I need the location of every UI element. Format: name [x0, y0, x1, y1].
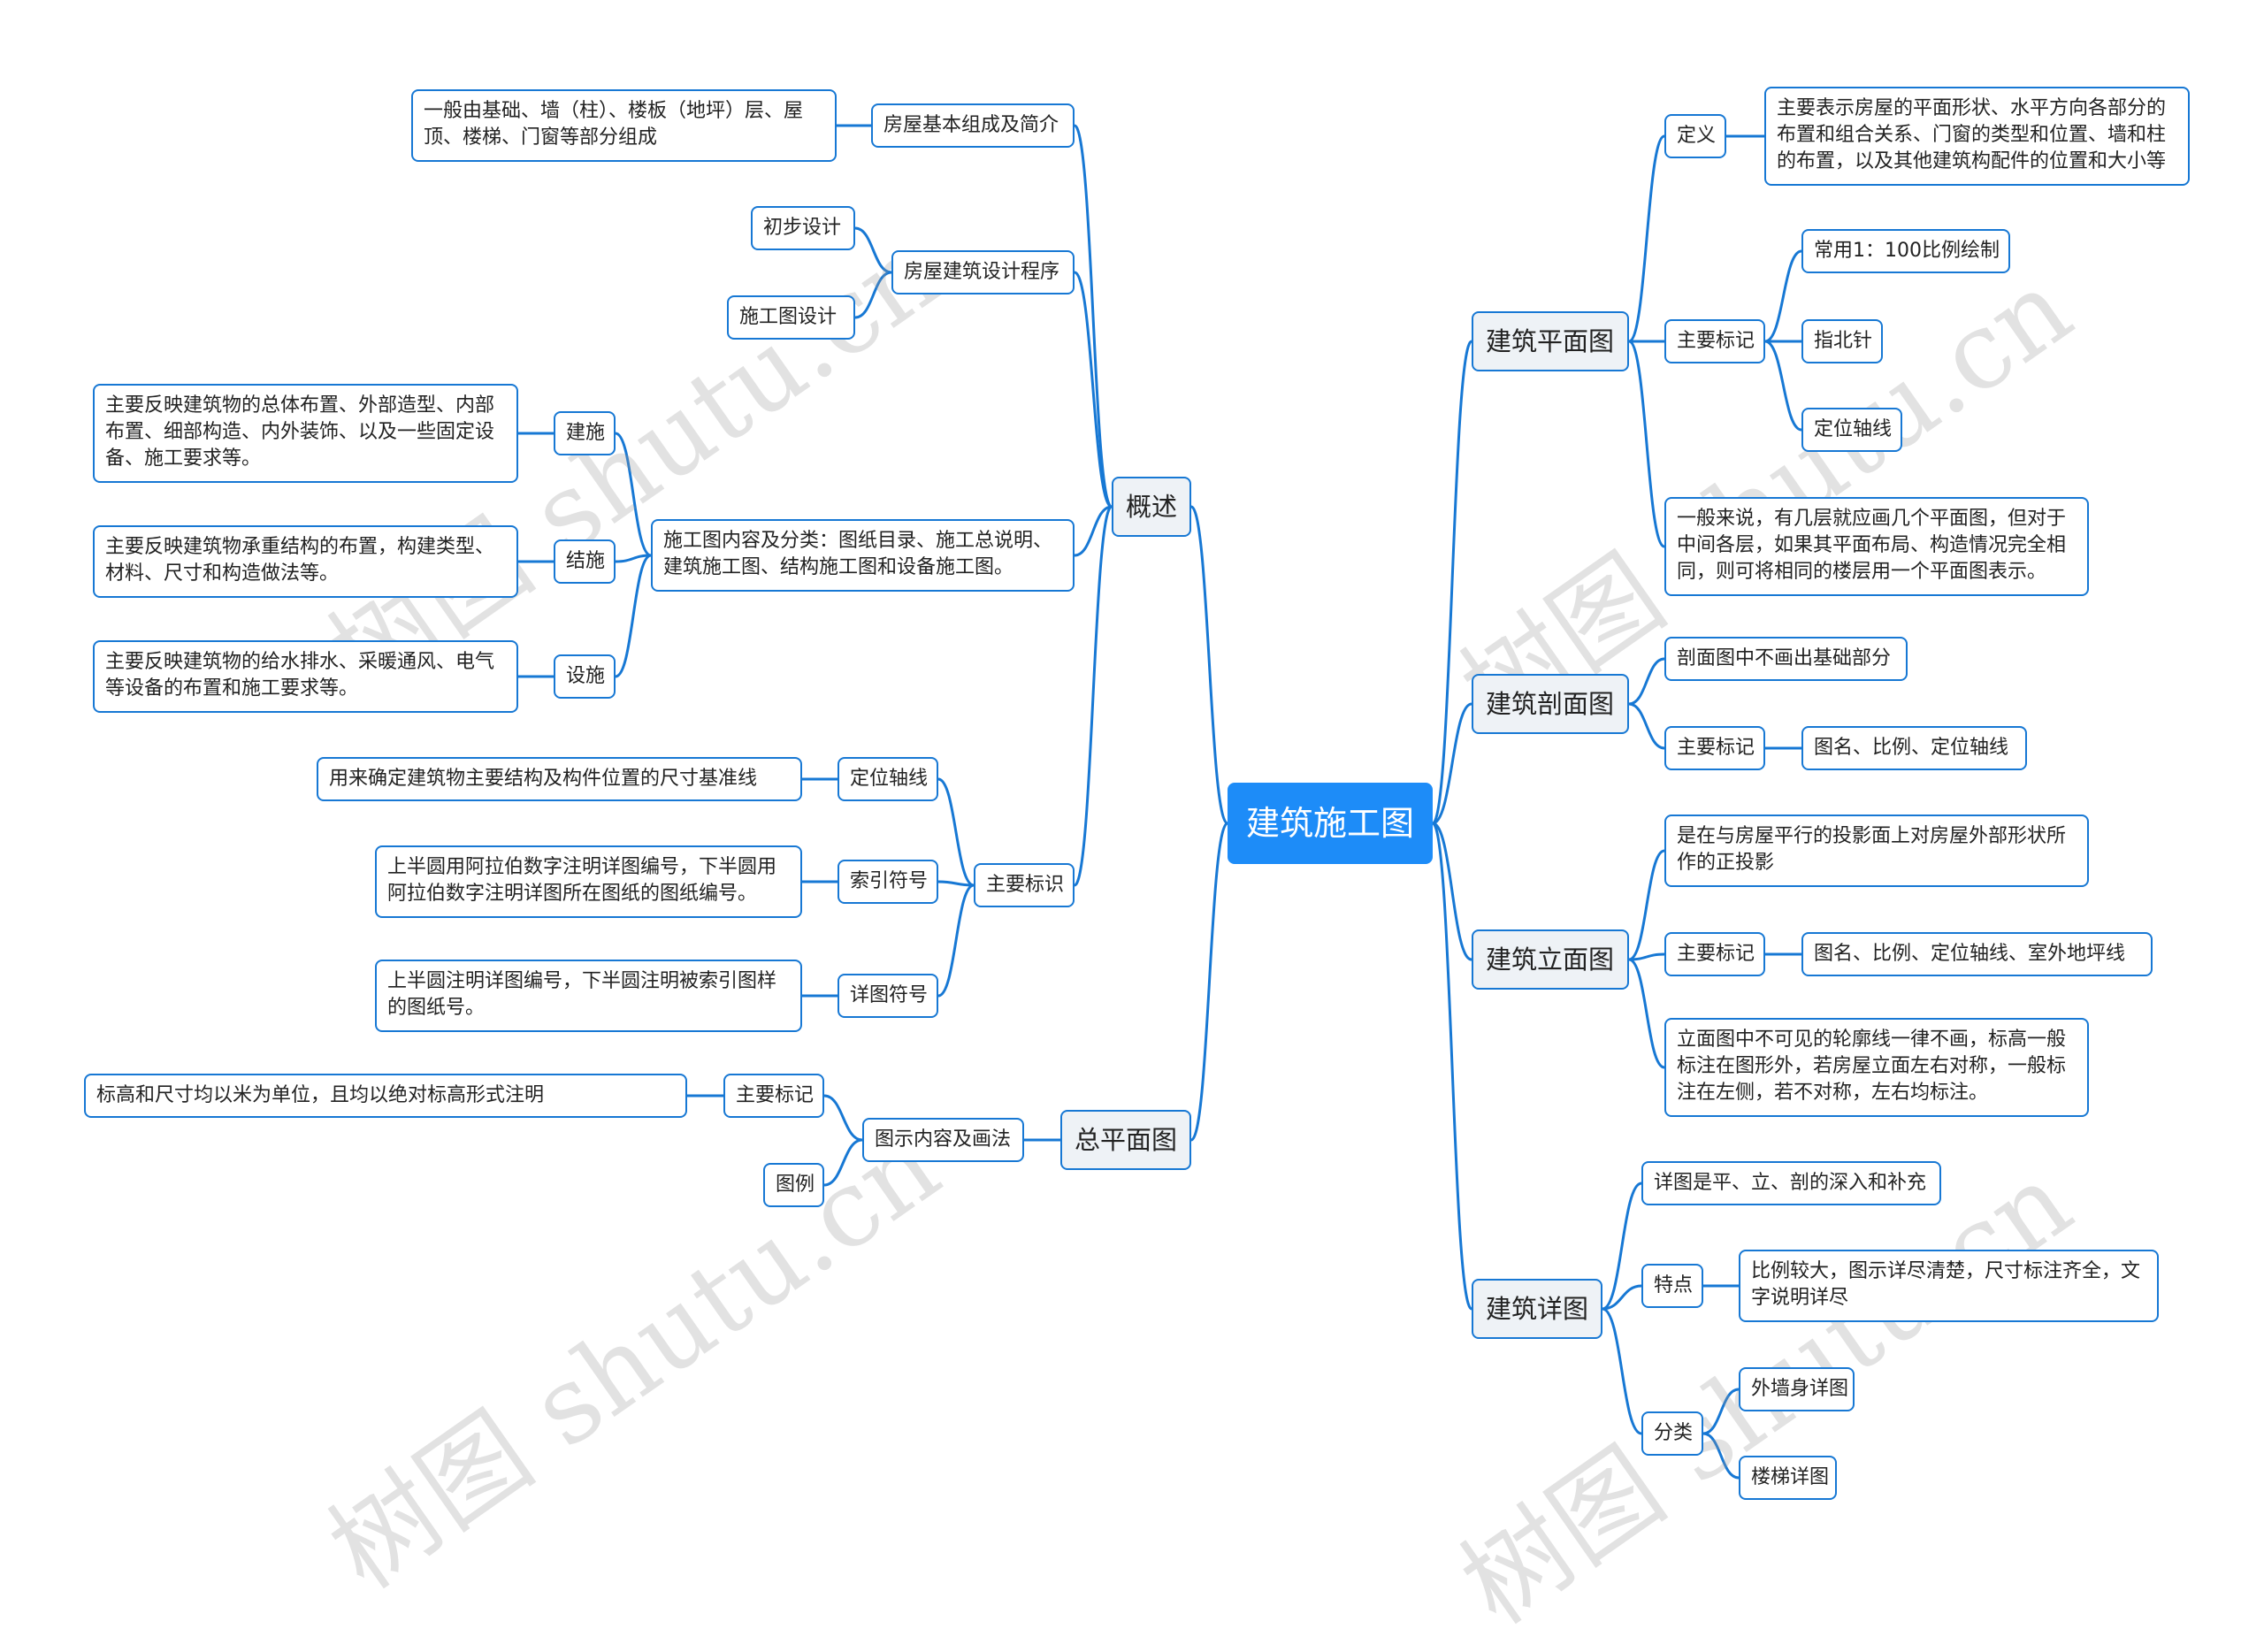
connector-line [1702, 1432, 1740, 1480]
topic-overview[interactable]: 概述 [1112, 477, 1191, 537]
connector-line [937, 880, 975, 887]
connector-line [1074, 271, 1113, 509]
connector-line [1628, 340, 1665, 548]
item-axis-line[interactable]: 定位轴线 [838, 757, 938, 801]
connector-line [1432, 822, 1472, 961]
connector-line [1628, 657, 1665, 706]
text-features: 比例较大，图示详尽清楚，尺寸标注齐全，文字说明详尽 [1739, 1250, 2159, 1322]
connector-line [854, 226, 892, 274]
text-site-main-marks: 标高和尺寸均以米为单位，且均以绝对标高形式注明 [84, 1074, 687, 1118]
item-exterior-wall-detail[interactable]: 外墙身详图 [1739, 1367, 1855, 1411]
connector-line [1432, 702, 1472, 825]
item-site-main-marks[interactable]: 主要标记 [723, 1074, 824, 1118]
item-preliminary-design[interactable]: 初步设计 [751, 206, 855, 250]
text-elevation-note2: 立面图中不可见的轮廓线一律不画，标高一般标注在图形外，若房屋立面左右对称，一般标… [1664, 1018, 2089, 1117]
connector-line [1764, 340, 1802, 432]
item-legend[interactable]: 图例 [763, 1163, 824, 1207]
topic-drawing-method[interactable]: 图示内容及画法 [862, 1118, 1024, 1162]
connector-line [1628, 952, 1665, 961]
connector-line [1074, 505, 1113, 557]
item-construction-drawing-design[interactable]: 施工图设计 [727, 295, 855, 340]
connector-line [854, 271, 892, 319]
connector-line [1189, 505, 1229, 825]
connector-line [1764, 249, 1802, 343]
connector-line [615, 554, 652, 563]
connector-line [1431, 822, 1473, 1311]
topic-detail[interactable]: 建筑详图 [1472, 1279, 1602, 1339]
topic-floor-plan[interactable]: 建筑平面图 [1472, 311, 1629, 371]
text-detail-note: 详图是平、立、剖的深入和补充 [1641, 1161, 1941, 1205]
connector-lines [518, 124, 1802, 1480]
connector-line [1628, 134, 1665, 343]
connector-line [615, 432, 652, 557]
item-structure[interactable]: 结施 [554, 539, 616, 584]
connector-line [1602, 1182, 1642, 1311]
connector-line [1189, 822, 1229, 1142]
item-classification[interactable]: 分类 [1641, 1411, 1703, 1456]
item-elevation-main-marks[interactable]: 主要标记 [1664, 932, 1765, 976]
item-plan-axis-line[interactable]: 定位轴线 [1801, 408, 1902, 452]
text-elevation-note1: 是在与房屋平行的投影面上对房屋外部形状所作的正投影 [1664, 815, 2089, 887]
topic-main-marks[interactable]: 主要标识 [974, 863, 1075, 907]
topic-elevation[interactable]: 建筑立面图 [1472, 929, 1629, 990]
text-basic-composition: 一般由基础、墙（柱）、楼板（地坪）层、屋顶、楼梯、门窗等部分组成 [411, 89, 837, 162]
connector-line [937, 777, 975, 887]
text-structure: 主要反映建筑物承重结构的布置，构建类型、材料、尺寸和构造做法等。 [93, 525, 518, 598]
topic-site-plan[interactable]: 总平面图 [1060, 1110, 1191, 1170]
connector-line [1602, 1307, 1642, 1435]
item-architecture[interactable]: 建施 [554, 411, 616, 455]
topic-drawing-content[interactable]: 施工图内容及分类：图纸目录、施工总说明、建筑施工图、结构施工图和设备施工图。 [651, 519, 1075, 592]
connector-line [1602, 1284, 1642, 1311]
connector-line [823, 1094, 863, 1142]
item-features[interactable]: 特点 [1641, 1264, 1703, 1308]
connector-line [1073, 505, 1113, 887]
text-architecture: 主要反映建筑物的总体布置、外部造型、内部布置、细部构造、内外装饰、以及一些固定设… [93, 384, 518, 483]
item-section-main-marks[interactable]: 主要标记 [1664, 726, 1765, 770]
topic-basic-composition[interactable]: 房屋基本组成及简介 [871, 103, 1075, 148]
text-section-note: 剖面图中不画出基础部分 [1664, 637, 1908, 681]
text-equipment: 主要反映建筑物的给水排水、采暖通风、电气等设备的布置和施工要求等。 [93, 640, 518, 713]
item-definition[interactable]: 定义 [1664, 114, 1726, 158]
item-plan-main-marks[interactable]: 主要标记 [1664, 319, 1765, 363]
connector-line [1431, 340, 1473, 825]
text-definition: 主要表示房屋的平面形状、水平方向各部分的布置和组合关系、门窗的类型和位置、墙和柱… [1764, 87, 2190, 186]
text-detail-symbol: 上半圆注明详图编号，下半圆注明被索引图样的图纸号。 [375, 960, 802, 1032]
root-topic[interactable]: 建筑施工图 [1228, 783, 1433, 864]
item-scale-1-100[interactable]: 常用1：100比例绘制 [1801, 229, 2010, 273]
connector-line [937, 883, 975, 998]
item-stair-detail[interactable]: 楼梯详图 [1739, 1456, 1837, 1500]
connector-line [1628, 849, 1665, 961]
text-index-symbol: 上半圆用阿拉伯数字注明详图编号，下半圆用阿拉伯数字注明详图所在图纸的图纸编号。 [375, 845, 802, 918]
item-index-symbol[interactable]: 索引符号 [838, 860, 938, 904]
item-north-arrow[interactable]: 指北针 [1801, 319, 1883, 363]
text-elevation-marks: 图名、比例、定位轴线、室外地坪线 [1801, 932, 2153, 976]
item-equipment[interactable]: 设施 [554, 654, 616, 699]
item-detail-symbol[interactable]: 详图符号 [838, 974, 938, 1018]
connector-line [1702, 1388, 1740, 1435]
text-plan-note: 一般来说，有几层就应画几个平面图，但对于中间各层，如果其平面布局、构造情况完全相… [1664, 497, 2089, 596]
connector-line [1628, 702, 1665, 750]
connector-line [823, 1138, 863, 1187]
connector-line [1628, 958, 1665, 1069]
connector-line [615, 554, 652, 678]
connector-line [1073, 124, 1113, 509]
topic-section[interactable]: 建筑剖面图 [1472, 674, 1629, 734]
text-axis-line: 用来确定建筑物主要结构及构件位置的尺寸基准线 [317, 757, 802, 801]
topic-design-procedure[interactable]: 房屋建筑设计程序 [891, 250, 1075, 294]
text-section-marks: 图名、比例、定位轴线 [1801, 726, 2027, 770]
